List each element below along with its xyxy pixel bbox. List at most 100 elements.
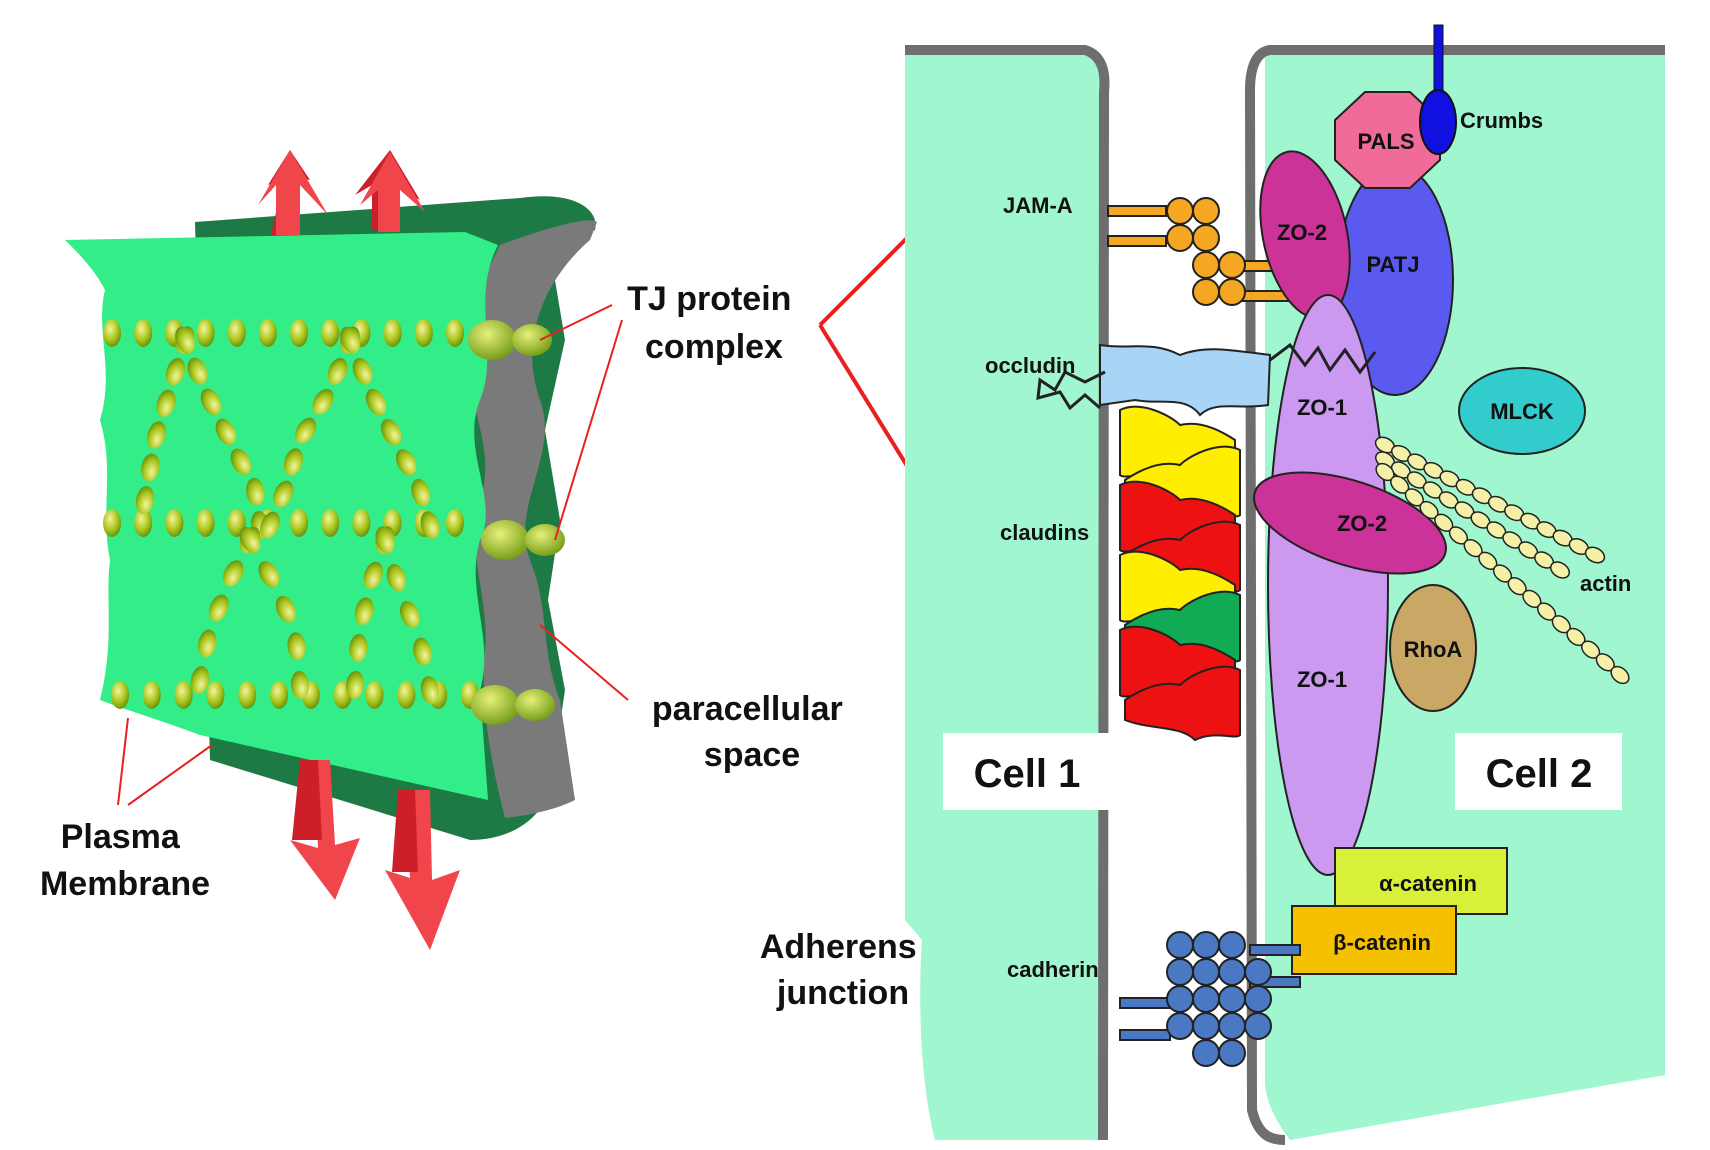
tj-complex-node-top [468, 320, 552, 360]
tj-complex-node-mid [481, 520, 565, 560]
cadherin-complex [1119, 931, 1301, 1067]
strand-dot [175, 326, 195, 354]
flux-arrows-top [258, 150, 425, 240]
strand-dot [196, 509, 215, 537]
flux-arrows-bottom [290, 760, 460, 950]
tj-strand-dots [103, 319, 479, 709]
strand-dot [215, 418, 237, 445]
zo2-mid-label: ZO-2 [1337, 511, 1387, 536]
strand-dot [146, 421, 167, 449]
strand-dot [174, 681, 193, 709]
occludin-protein [1036, 342, 1377, 417]
tj-complex-node-bottom [471, 685, 555, 725]
strand-dot [290, 509, 309, 537]
strand-dot [187, 357, 208, 385]
strand-dot [354, 597, 374, 626]
zo1-protein [1267, 294, 1389, 876]
actin-label: actin [1580, 571, 1631, 596]
actin-monomer [1584, 546, 1606, 564]
cadherin-bead [1244, 1012, 1272, 1040]
strand-dot [283, 448, 303, 476]
strand-dot [223, 560, 244, 587]
strand-dot [386, 563, 406, 592]
strand-dot [352, 509, 371, 537]
strand-dot [349, 633, 368, 662]
strand-dot [420, 676, 440, 704]
cell-1-label-box: Cell 1 [943, 733, 1110, 810]
strand-dot [246, 477, 265, 506]
strand-dot [156, 389, 176, 417]
patj-label: PATJ [1367, 252, 1420, 277]
cadherin-bead [1218, 958, 1246, 986]
cell-2-membrane [1244, 45, 1665, 1145]
strand-dot [345, 671, 365, 699]
strand-dot [238, 681, 257, 709]
cadherin-bead [1218, 1039, 1246, 1067]
strand-dot [414, 319, 433, 347]
paracellular-space-label: paracellular space [652, 690, 852, 774]
strand-dot [206, 681, 225, 709]
beta-catenin-box [1291, 905, 1457, 975]
strand-dot [446, 319, 464, 347]
cell-1-membrane [905, 45, 1110, 1141]
strand-dot [165, 509, 184, 537]
cadherin-bead [1166, 1012, 1194, 1040]
strand-dot [352, 357, 373, 385]
strand-dot [196, 319, 215, 347]
left-leader-lines [117, 304, 629, 806]
strand-dot [395, 449, 417, 476]
cadherin-bead [1218, 1012, 1246, 1040]
strand-dot [275, 595, 296, 623]
strand-dot [198, 629, 217, 658]
zo1-bottom-label: ZO-1 [1297, 667, 1347, 692]
alpha-catenin-label: α-catenin [1379, 871, 1477, 896]
strand-dot [103, 319, 121, 347]
strand-dot [230, 448, 252, 475]
cadherin-bead [1166, 958, 1194, 986]
strand-dot [239, 527, 261, 553]
strand-dot [165, 357, 186, 386]
membrane-edge [466, 220, 597, 818]
strand-dot [446, 509, 464, 537]
strand-dot [399, 601, 420, 628]
tj-complex-nodes [468, 320, 565, 725]
cadherin-bead [1218, 931, 1246, 959]
strand-dot [103, 509, 121, 537]
zo2-mid-protein [1253, 471, 1447, 575]
plasma-membrane-label: Plasma Membrane [40, 818, 210, 903]
cell-junction-illustration: JAM-A PATJ ZO-2 ZO-1 ZO-1 PALS Crumbs oc… [760, 24, 1665, 1145]
strand-dot [260, 511, 280, 539]
cell-2-label: Cell 2 [1486, 752, 1593, 796]
strand-dot [227, 319, 246, 347]
strand-dot [134, 509, 153, 537]
strand-dot [365, 681, 384, 709]
strand-dot [420, 511, 440, 539]
cadherin-bead [1244, 985, 1272, 1013]
adherens-junction-label: Adherens junction [760, 928, 926, 1012]
strand-dot [411, 478, 431, 507]
strand-dot [321, 509, 340, 537]
crumbs-label: Crumbs [1460, 108, 1543, 133]
cadherin-bead [1192, 1012, 1220, 1040]
strand-dot [365, 388, 387, 416]
strand-dot [134, 319, 153, 347]
strand-dot [295, 417, 317, 444]
strand-dot [141, 453, 160, 482]
crumbs-protein [1419, 24, 1457, 155]
claudin-stack [1119, 405, 1241, 742]
actin-monomer [1550, 561, 1570, 579]
strand-dot [321, 319, 340, 347]
strand-dot [287, 632, 306, 661]
cadherin-bead [1192, 1039, 1220, 1067]
strand-dot [327, 357, 348, 385]
membrane-sheet-illustration: TJ protein complex paracellular space Pl… [40, 150, 852, 950]
cadherin-bead [1218, 985, 1246, 1013]
strand-dot [375, 526, 395, 554]
actin-filaments [1374, 436, 1630, 685]
strand-dot [290, 671, 310, 699]
beta-catenin-label: β-catenin [1333, 930, 1431, 955]
cell-1-label: Cell 1 [974, 752, 1081, 796]
zo1-top-label: ZO-1 [1297, 395, 1347, 420]
